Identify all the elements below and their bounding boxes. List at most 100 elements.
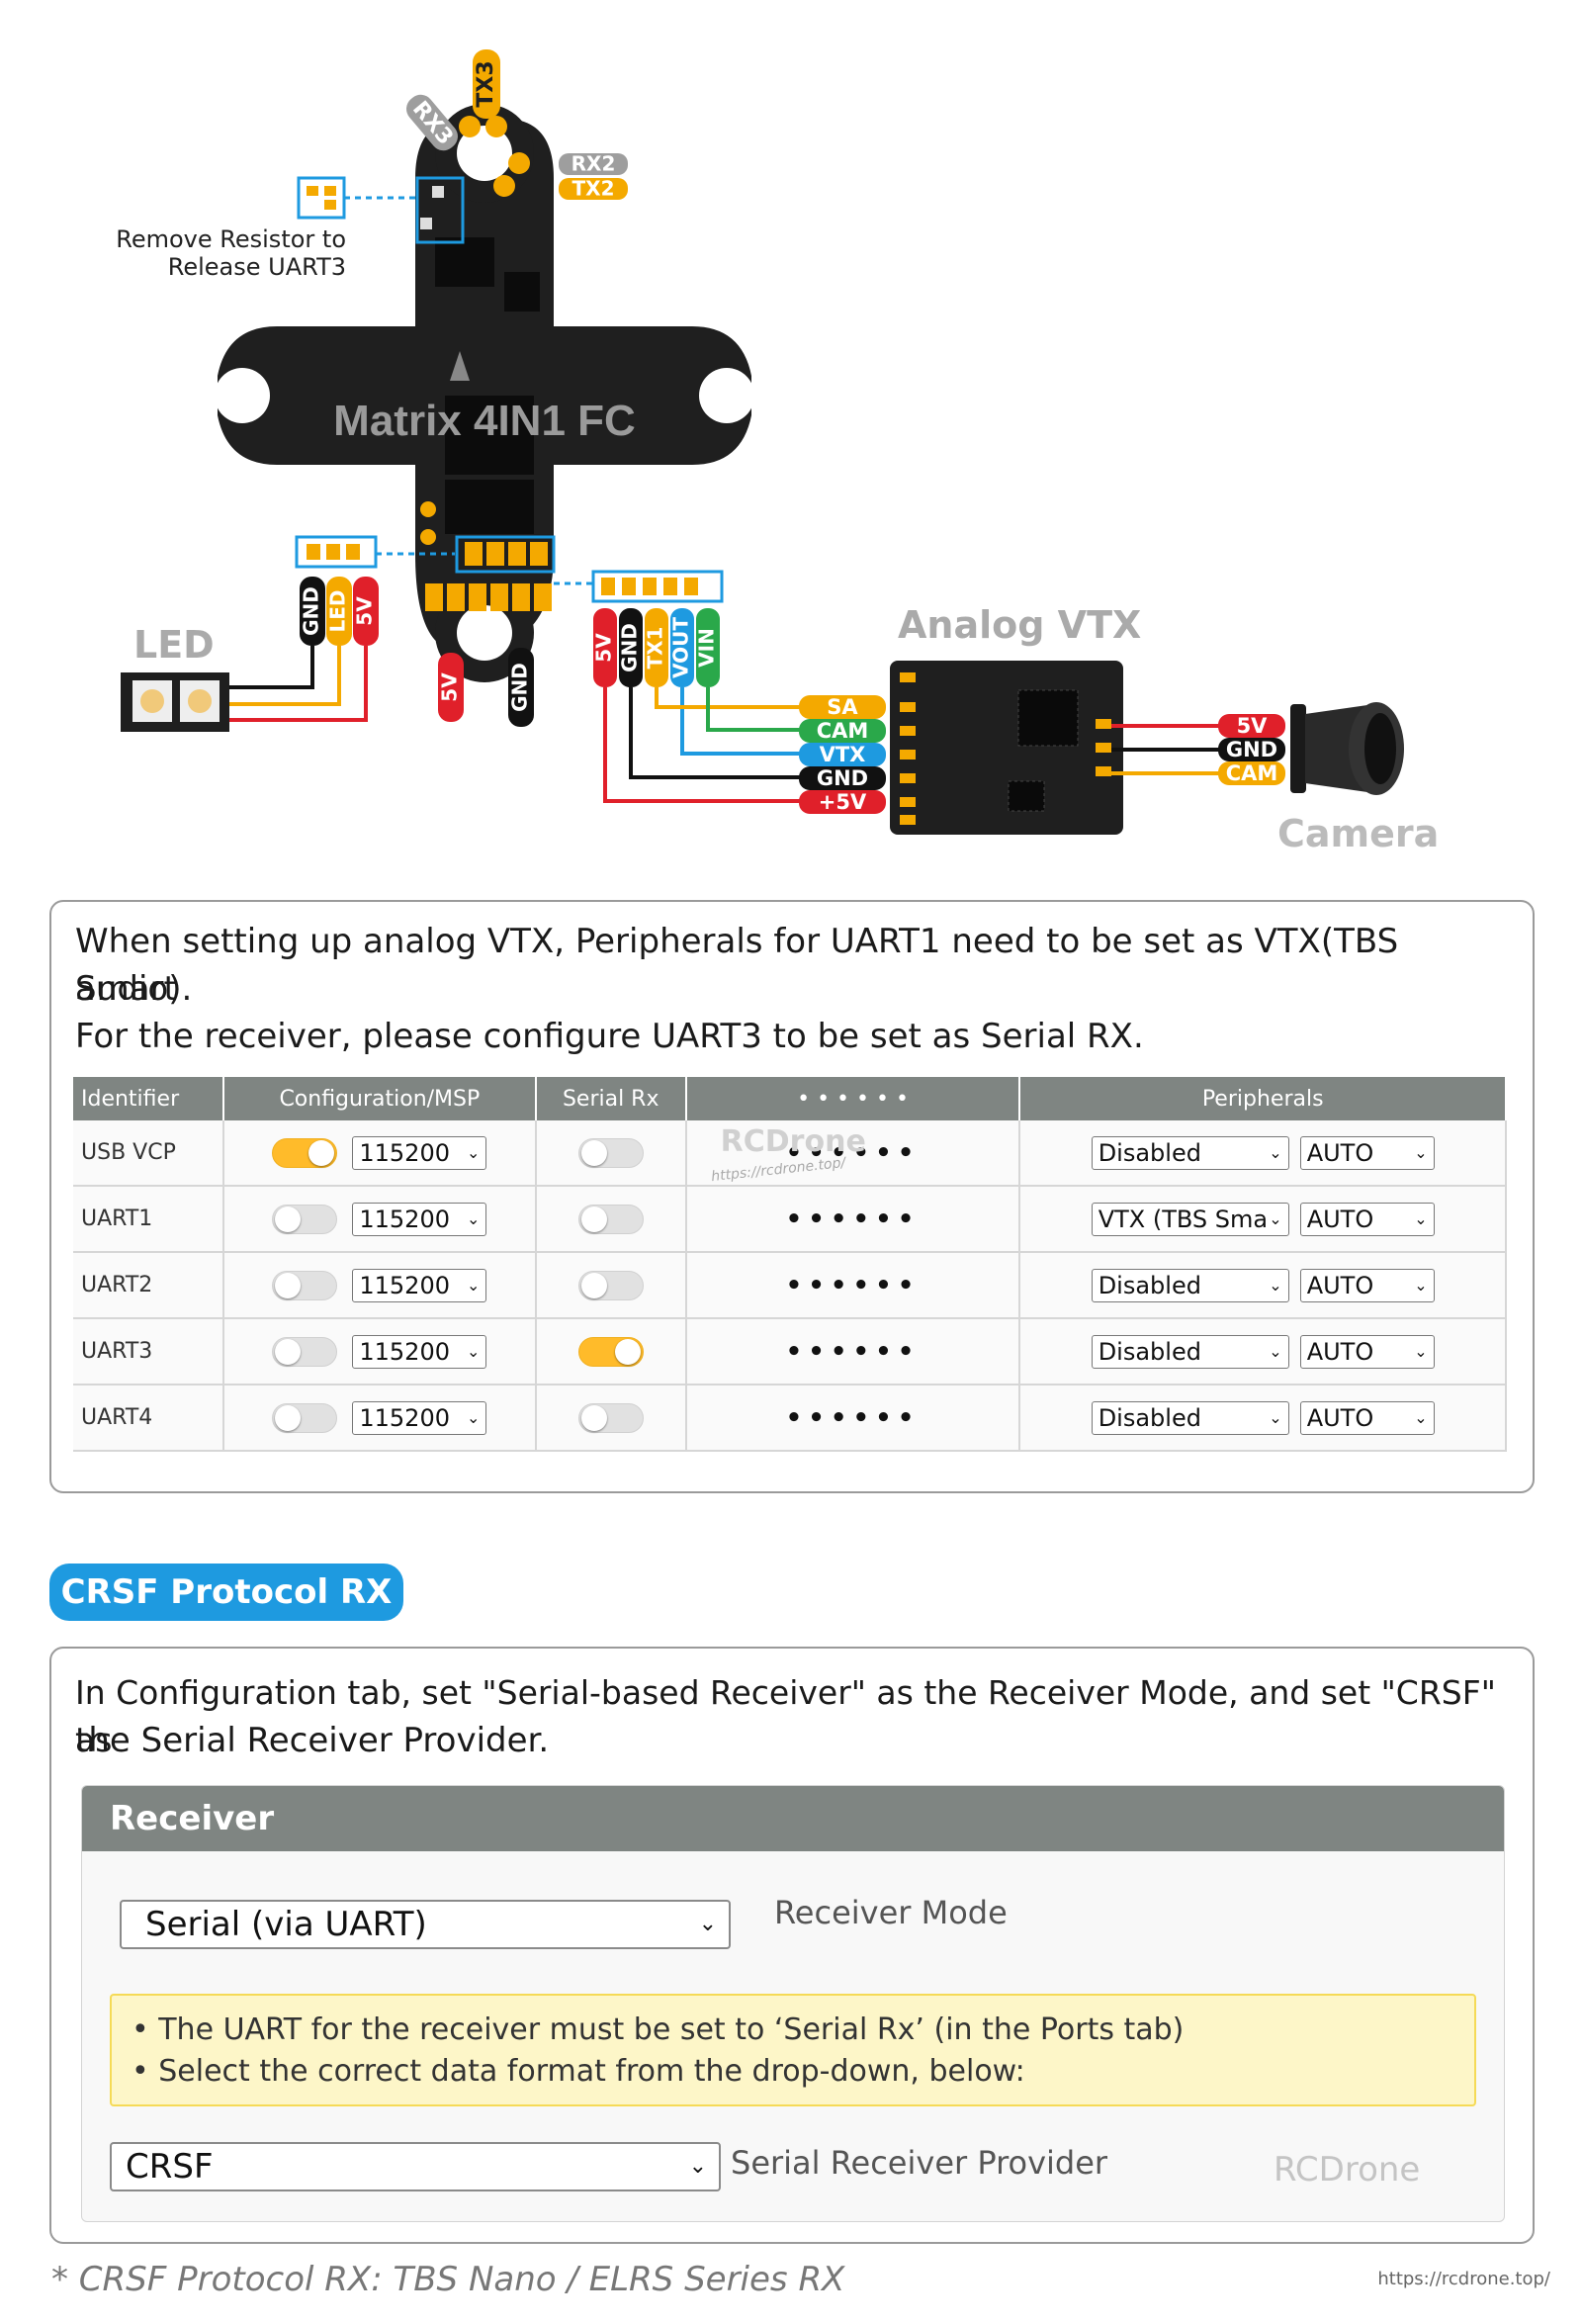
serial-rx-toggle[interactable] (577, 1402, 644, 1433)
receiver-mode-label: Receiver Mode (774, 1894, 1008, 1931)
note-line1: • The UART for the receiver must be set … (132, 2012, 1185, 2047)
row-dots: •••••• (785, 1336, 921, 1367)
row-dots: •••••• (785, 1204, 921, 1234)
table-row: USB VCP 115200⌄ •••••• RCDrone https://r… (73, 1120, 1507, 1187)
ports-table: Identifier Configuration/MSP Serial Rx •… (73, 1077, 1507, 1452)
vtx-label: Analog VTX (898, 603, 1141, 647)
vtx-pin-cam: CAM (817, 719, 869, 743)
led-wire-gnd: GND (300, 586, 323, 636)
watermark: RCDrone (1274, 2150, 1421, 2190)
vtx-wire-gnd: GND (618, 623, 642, 672)
watermark: RCDrone (720, 1124, 866, 1159)
camera-pin-5v: 5V (1237, 714, 1269, 738)
serial-rx-toggle[interactable] (577, 1137, 644, 1168)
footnote: * CRSF Protocol RX: TBS Nano / ELRS Seri… (51, 2260, 845, 2299)
receiver-info-note: • The UART for the receiver must be set … (110, 1994, 1476, 2106)
note-line2: • Select the correct data format from th… (132, 2054, 1025, 2089)
table-row: UART4 115200⌄ •••••• Disabled⌄ AUTO⌄ (73, 1385, 1507, 1452)
chevron-down-icon: ⌄ (698, 1912, 717, 1936)
vtx-pin-sa: SA (827, 695, 858, 719)
peripheral-baud-select[interactable]: AUTO⌄ (1299, 1334, 1435, 1369)
wiring-diagram: Matrix 4IN1 FC TX3 RX3 RX2 TX2 Remove Re… (116, 49, 1439, 855)
power-pad-gnd: GND (508, 663, 532, 712)
vtx-pin-vtx: VTX (820, 743, 866, 766)
uart-instruction-line2: audio). (75, 969, 193, 1009)
table-row: UART1 115200⌄ •••••• VTX (TBS Sma⌄ AUTO⌄ (73, 1186, 1507, 1253)
col-peripherals: Peripherals (1019, 1077, 1507, 1120)
camera-pin-gnd: GND (1226, 738, 1277, 761)
row-dots: •••••• (785, 1270, 921, 1300)
uart-instruction-line3: For the receiver, please configure UART3… (75, 1017, 1144, 1056)
baud-select[interactable]: 115200⌄ (352, 1135, 487, 1170)
uart-instruction-line1: When setting up analog VTX, Peripherals … (75, 922, 1399, 1009)
crsf-instruction-line2: the Serial Receiver Provider. (75, 1721, 550, 1760)
msp-toggle[interactable] (272, 1204, 338, 1234)
port-identifier: UART1 (73, 1186, 224, 1253)
led-label: LED (133, 623, 215, 667)
col-configuration-msp: Configuration/MSP (222, 1077, 537, 1120)
msp-toggle[interactable] (272, 1270, 338, 1300)
vtx-module (890, 661, 1123, 835)
peripheral-baud-select[interactable]: AUTO⌄ (1299, 1135, 1435, 1170)
baud-select[interactable]: 115200⌄ (352, 1268, 487, 1302)
row-dots: •••••• (785, 1402, 921, 1433)
port-identifier: UART3 (73, 1318, 224, 1385)
serial-rx-toggle[interactable] (577, 1336, 644, 1367)
led-wire-led: LED (326, 589, 350, 632)
peripheral-select[interactable]: Disabled⌄ (1091, 1268, 1289, 1302)
peripheral-select[interactable]: Disabled⌄ (1091, 1334, 1289, 1369)
vtx-wire-5v: 5V (592, 633, 616, 663)
baud-select[interactable]: 115200⌄ (352, 1334, 487, 1369)
ports-table-header: Identifier Configuration/MSP Serial Rx •… (73, 1077, 1507, 1120)
baud-select[interactable]: 115200⌄ (352, 1400, 487, 1435)
peripheral-select[interactable]: Disabled⌄ (1091, 1135, 1289, 1170)
peripheral-baud-select[interactable]: AUTO⌄ (1299, 1202, 1435, 1236)
baud-select[interactable]: 115200⌄ (352, 1202, 487, 1236)
crsf-section-pill: CRSF Protocol RX (49, 1564, 403, 1621)
vtx-pin-5v: +5V (819, 790, 867, 814)
msp-toggle[interactable] (272, 1336, 338, 1367)
msp-toggle[interactable] (272, 1137, 338, 1168)
pad-tx2-label: TX2 (572, 177, 615, 201)
peripheral-select[interactable]: VTX (TBS Sma⌄ (1091, 1202, 1289, 1236)
pad-tx3-label: TX3 (474, 60, 498, 107)
power-pad-5v: 5V (438, 672, 462, 702)
receiver-mode-select[interactable]: Serial (via UART) ⌄ (120, 1900, 731, 1949)
serial-receiver-provider-label: Serial Receiver Provider (731, 2144, 1108, 2182)
serial-rx-toggle[interactable] (577, 1204, 644, 1234)
serial-receiver-provider-select[interactable]: CRSF ⌄ (110, 2142, 721, 2191)
camera-pin-cam: CAM (1226, 761, 1278, 785)
watermark-url: https://rcdrone.top/ (710, 1154, 846, 1186)
chevron-down-icon: ⌄ (688, 2154, 707, 2179)
vtx-pin-gnd: GND (817, 766, 868, 790)
col-identifier: Identifier (73, 1077, 224, 1120)
msp-toggle[interactable] (272, 1402, 338, 1433)
port-identifier: USB VCP (73, 1120, 224, 1187)
camera-label: Camera (1277, 812, 1439, 855)
table-row: UART2 115200⌄ •••••• Disabled⌄ AUTO⌄ (73, 1252, 1507, 1319)
camera-icon (1290, 702, 1404, 795)
receiver-panel: Receiver Serial (via UART) ⌄ Receiver Mo… (81, 1785, 1505, 2222)
col-dots: • • • • • • (685, 1077, 1021, 1120)
remove-resistor-line1: Remove Resistor to (116, 225, 346, 253)
row-dots: •••••• (785, 1137, 921, 1168)
col-serial-rx: Serial Rx (535, 1077, 687, 1120)
vtx-wire-tx1: TX1 (644, 627, 667, 670)
vtx-wire-vout: VOUT (669, 617, 693, 678)
port-identifier: UART2 (73, 1252, 224, 1319)
port-identifier: UART4 (73, 1385, 224, 1452)
serial-rx-toggle[interactable] (577, 1270, 644, 1300)
board-title: Matrix 4IN1 FC (333, 397, 636, 445)
bottom-pads (420, 501, 556, 611)
peripheral-baud-select[interactable]: AUTO⌄ (1299, 1400, 1435, 1435)
table-row: UART3 115200⌄ •••••• Disabled⌄ AUTO⌄ (73, 1318, 1507, 1385)
led-wire-5v: 5V (353, 596, 377, 626)
vtx-wire-vin: VIN (695, 628, 719, 668)
chevron-down-icon: ⌄ (466, 1143, 481, 1162)
crsf-instruction-line1: In Configuration tab, set "Serial-based … (75, 1673, 1496, 1759)
remove-resistor-line2: Release UART3 (168, 253, 346, 281)
peripheral-baud-select[interactable]: AUTO⌄ (1299, 1268, 1435, 1302)
receiver-header: Receiver (82, 1786, 1504, 1851)
footer-url: https://rcdrone.top/ (1377, 2269, 1550, 2289)
peripheral-select[interactable]: Disabled⌄ (1091, 1400, 1289, 1435)
